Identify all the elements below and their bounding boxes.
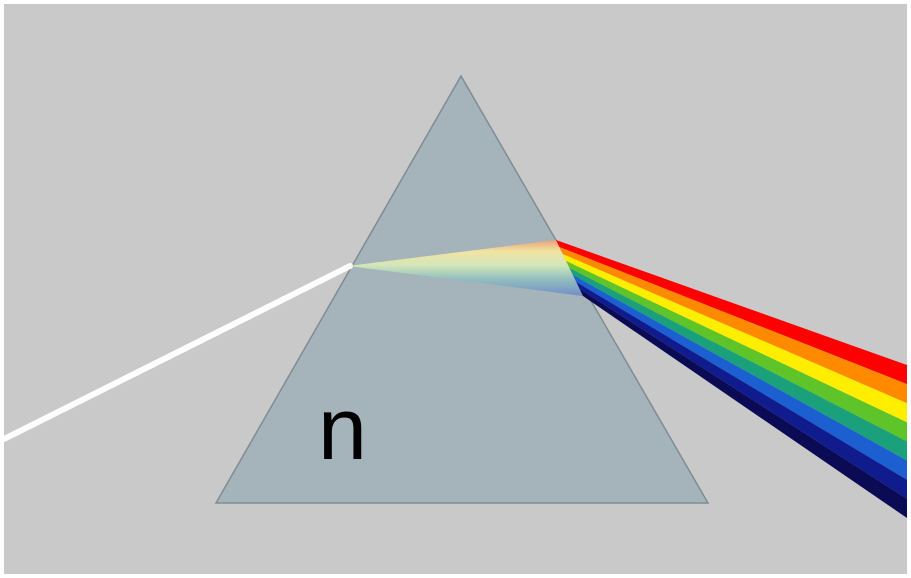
spectrum-band-blue [572,275,907,480]
spectrum-band-orange [559,247,907,404]
incident-white-ray [1,263,353,442]
refracted-beam-inside-prism [348,240,583,296]
spectrum-band-indigo [576,282,907,499]
spectrum-band-red [556,240,907,385]
spectrum-band-green [566,261,907,442]
dispersed-spectrum-beam [556,240,907,518]
spectrum-band-teal [569,268,907,461]
refractive-index-label: n [318,379,367,478]
spectrum-band-yellow [562,254,907,423]
spectrum-band-violet [579,289,907,518]
